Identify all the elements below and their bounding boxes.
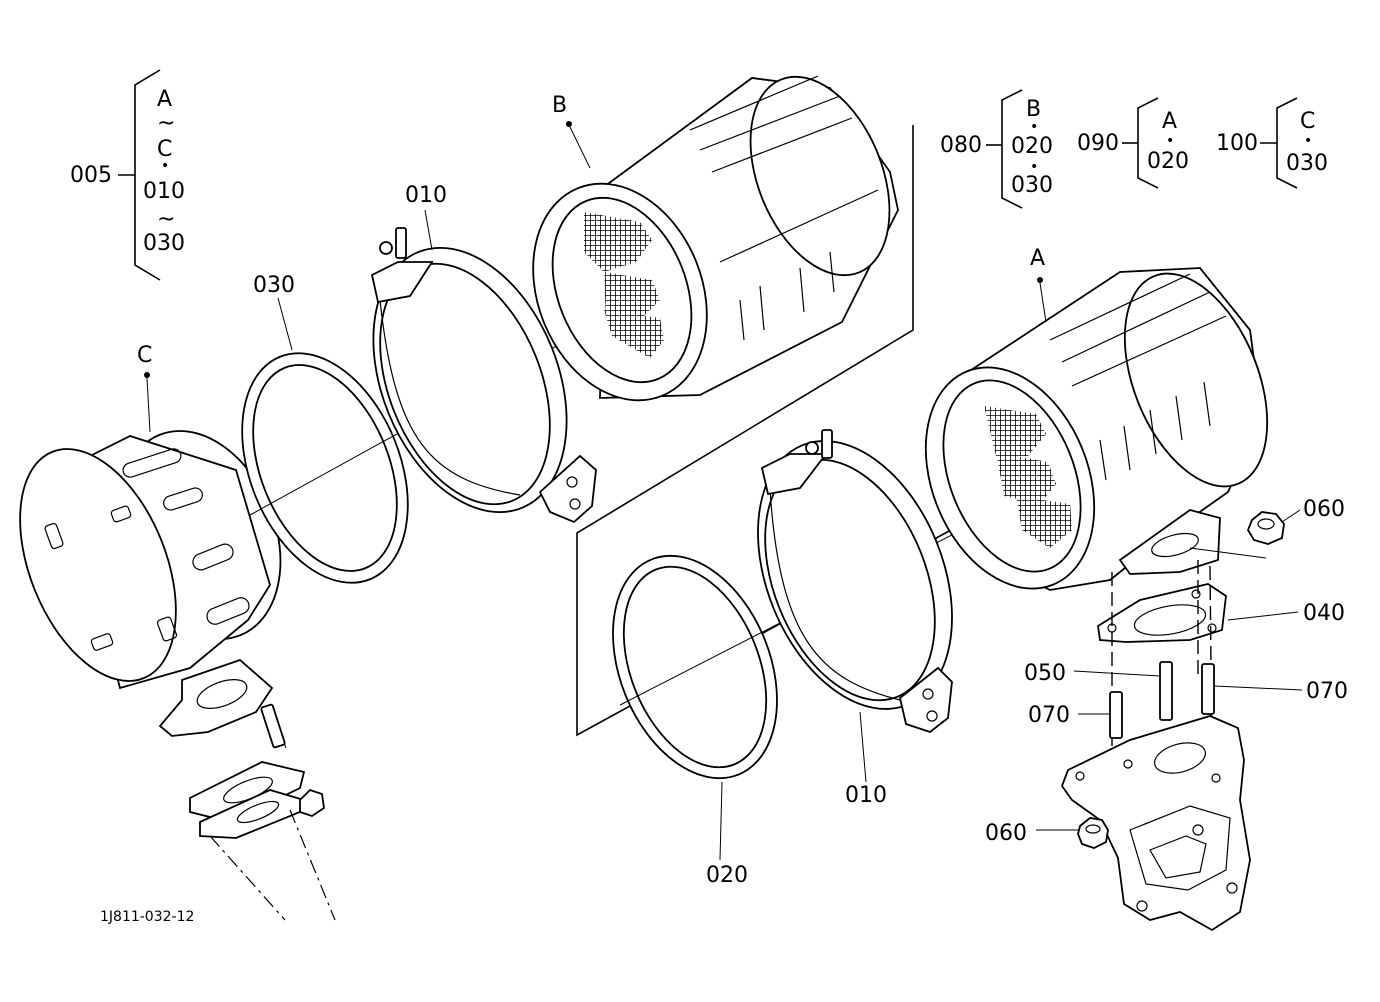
callout-070-right: 070 bbox=[1306, 679, 1348, 704]
set-090-item-3: 020 bbox=[1147, 149, 1189, 174]
canister-b: B bbox=[532, 75, 899, 402]
callout-040: 040 bbox=[1303, 601, 1345, 626]
gasket-040: 040 bbox=[1097, 583, 1345, 643]
set-090-item-2: • bbox=[1166, 133, 1174, 149]
set-090-item-1: A bbox=[1162, 109, 1177, 134]
callout-090: 090 bbox=[1077, 131, 1119, 156]
set-005-item-2: ~ bbox=[157, 111, 175, 136]
stud-070-right: 070 bbox=[1201, 663, 1348, 715]
set-080-item-1: B bbox=[1026, 97, 1041, 122]
set-080-bracket: 080 B • 020 • 030 bbox=[940, 89, 1053, 209]
callout-020: 020 bbox=[706, 863, 748, 888]
mark-b: B bbox=[552, 93, 567, 118]
callout-005: 005 bbox=[70, 163, 112, 188]
mark-c: C bbox=[137, 343, 152, 368]
set-005-item-3: C bbox=[157, 137, 172, 162]
callout-010-top: 010 bbox=[405, 183, 447, 208]
callout-060-right: 060 bbox=[1303, 497, 1345, 522]
set-080-item-4: • bbox=[1030, 159, 1038, 175]
drawing-id: 1J811-032-12 bbox=[100, 909, 194, 925]
set-005-bracket: 005 A ~ C • 010 ~ 030 bbox=[70, 69, 185, 281]
mark-a: A bbox=[1030, 246, 1045, 271]
callout-100: 100 bbox=[1216, 131, 1258, 156]
set-100-bracket: 100 C • 030 bbox=[1216, 97, 1328, 189]
clamp-010-top: 010 bbox=[370, 183, 597, 524]
callout-060-bottom: 060 bbox=[985, 821, 1027, 846]
set-100-item-3: 030 bbox=[1286, 151, 1328, 176]
canister-a: A bbox=[924, 246, 1269, 591]
gasket-030: 030 bbox=[241, 273, 409, 584]
callout-080: 080 bbox=[940, 133, 982, 158]
exhaust-manifold bbox=[1060, 715, 1251, 932]
stud-050: 050 bbox=[1024, 661, 1173, 721]
set-100-item-1: C bbox=[1300, 109, 1315, 134]
callout-070-left: 070 bbox=[1028, 703, 1070, 728]
nut-060-right: 060 bbox=[1246, 497, 1345, 545]
stud-070-left: 070 bbox=[1028, 691, 1123, 739]
set-005-item-5: 010 bbox=[143, 179, 185, 204]
muffler-c: C bbox=[19, 343, 282, 737]
set-100-item-2: • bbox=[1304, 133, 1312, 149]
set-005-item-4: • bbox=[161, 158, 169, 174]
nut-060-bottom: 060 bbox=[985, 817, 1109, 849]
muffler-c-mounting bbox=[189, 703, 336, 921]
set-080-item-5: 030 bbox=[1011, 173, 1053, 198]
set-090-bracket: 090 A • 020 bbox=[1077, 97, 1189, 189]
callout-010-bottom: 010 bbox=[845, 783, 887, 808]
set-080-item-3: 020 bbox=[1011, 134, 1053, 159]
set-005-item-1: A bbox=[157, 87, 172, 112]
set-005-item-6: ~ bbox=[157, 207, 175, 232]
set-080-item-2: • bbox=[1030, 119, 1038, 135]
callout-050: 050 bbox=[1024, 661, 1066, 686]
clamp-010-bottom: 010 bbox=[757, 429, 953, 808]
set-005-item-7: 030 bbox=[143, 231, 185, 256]
callout-030: 030 bbox=[253, 273, 295, 298]
